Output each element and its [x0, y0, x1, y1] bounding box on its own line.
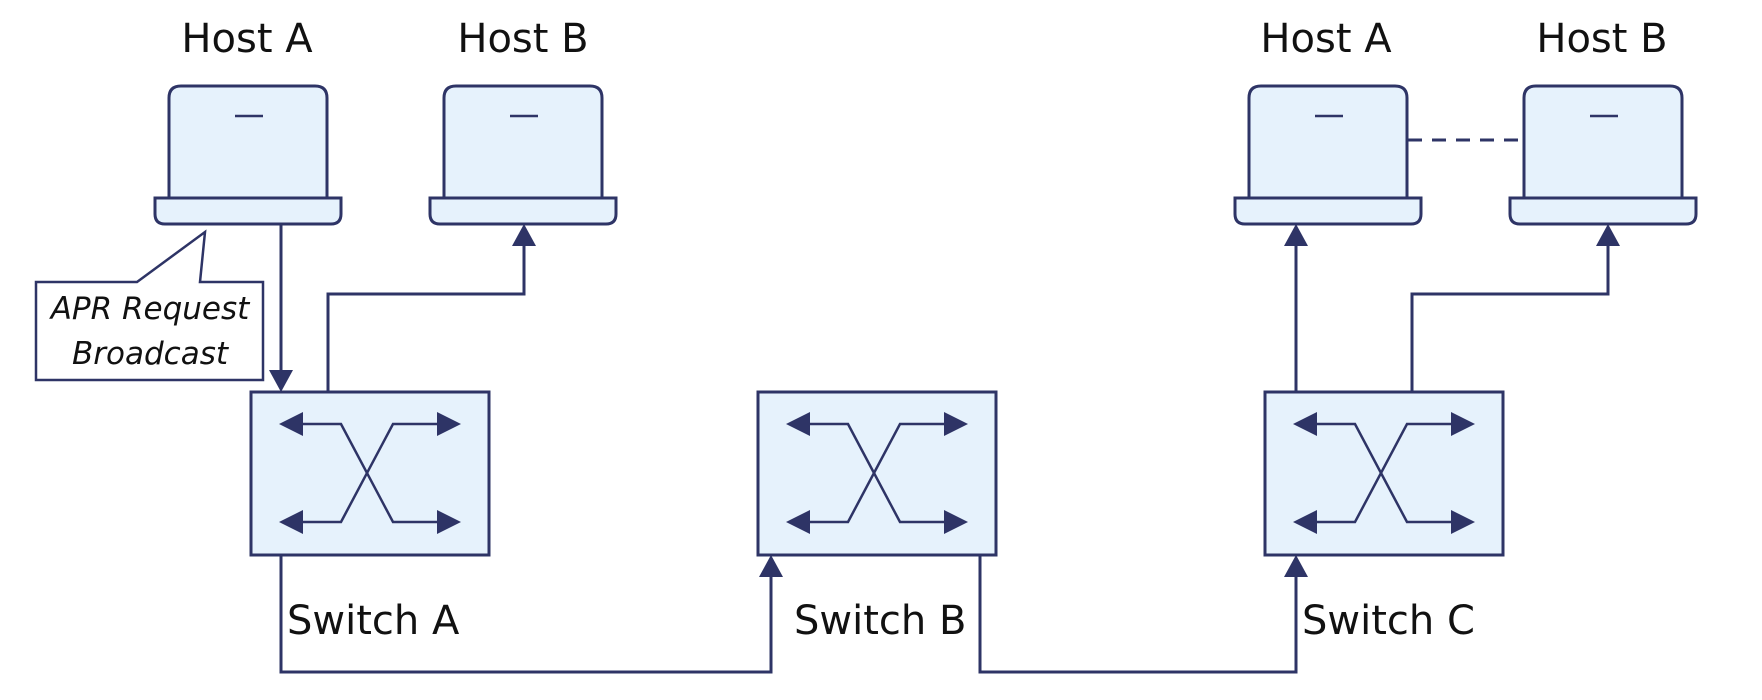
- left-host-b-label: Host B: [457, 16, 588, 62]
- switch-b-box: [756, 390, 998, 557]
- right-host-b-label: Host B: [1536, 16, 1667, 62]
- link-switch-c-to-right-host-a: [1284, 224, 1308, 392]
- link-left-host-a-to-switch-a: [269, 224, 293, 392]
- link-switch-c-to-right-host-b: [1410, 224, 1620, 392]
- left-host-b-laptop-icon: [428, 84, 618, 226]
- link-switch-b-to-switch-c: [978, 555, 1308, 674]
- switch-c-box: [1263, 390, 1505, 557]
- left-host-a-label: Host A: [181, 16, 313, 62]
- right-host-a-laptop-icon: [1233, 84, 1423, 226]
- right-host-a-label: Host A: [1260, 16, 1392, 62]
- callout-line-1: APR Request: [49, 291, 251, 327]
- link-switch-a-to-switch-b: [279, 555, 783, 674]
- arp-broadcast-callout: APR Request Broadcast: [34, 229, 265, 382]
- switch-a-label: Switch A: [287, 598, 460, 644]
- callout-line-2: Broadcast: [72, 336, 230, 372]
- right-host-b-laptop-icon: [1508, 84, 1698, 226]
- switch-c-label: Switch C: [1302, 598, 1475, 644]
- link-switch-a-to-left-host-b: [326, 224, 536, 392]
- switch-a-box: [249, 390, 491, 557]
- left-host-a-laptop-icon: [153, 84, 343, 226]
- switch-b-label: Switch B: [794, 598, 966, 644]
